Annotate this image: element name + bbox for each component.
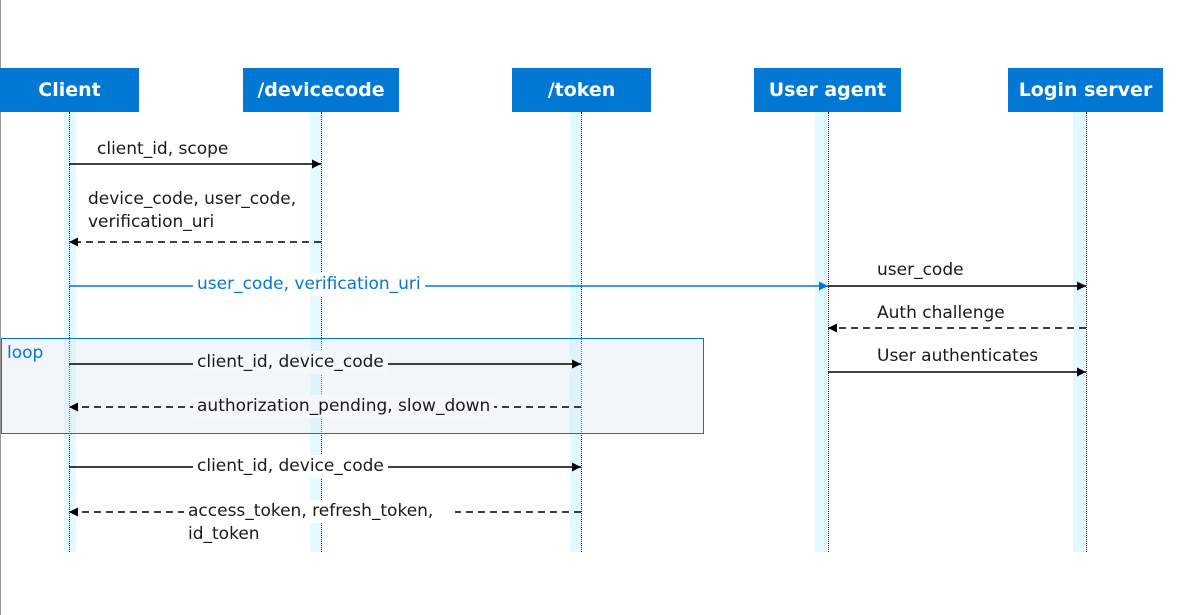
message-label-m8: authorization_pending, slow_down [193,395,495,418]
message-label-m5: Auth challenge [877,303,1005,323]
lifeline-token [581,112,582,552]
message-label-m2-line2: verification_uri [88,212,215,232]
lifeline-client [69,112,70,552]
lifeline-band-devicecode [310,112,322,552]
message-label-m10-line2: id_token [188,524,260,544]
participant-useragent: User agent [754,68,901,112]
message-label-m3: user_code, verification_uri [193,273,425,296]
message-label-m6: client_id, device_code [193,351,388,374]
message-label-m9: client_id, device_code [193,455,388,478]
participant-client: Client [0,68,139,112]
loop-label: loop [7,343,44,363]
participant-devicecode: /devicecode [243,68,399,112]
lifeline-band-loginserver [1073,112,1085,552]
participant-token: /token [512,68,651,112]
message-label-m2-line1: device_code, user_code, [88,189,297,209]
lifeline-band-client [64,112,76,552]
participant-loginserver: Login server [1008,68,1163,112]
lifeline-band-useragent [815,112,827,552]
message-label-m10-line1: access_token, refresh_token, [184,500,456,523]
message-label-m4: user_code [877,260,964,280]
message-label-m7: User authenticates [877,346,1039,366]
message-label-m1: client_id, scope [97,139,229,159]
frame-left-border [0,0,1,615]
lifeline-loginserver [1086,112,1087,552]
lifeline-devicecode [321,112,322,552]
lifeline-band-token [570,112,582,552]
